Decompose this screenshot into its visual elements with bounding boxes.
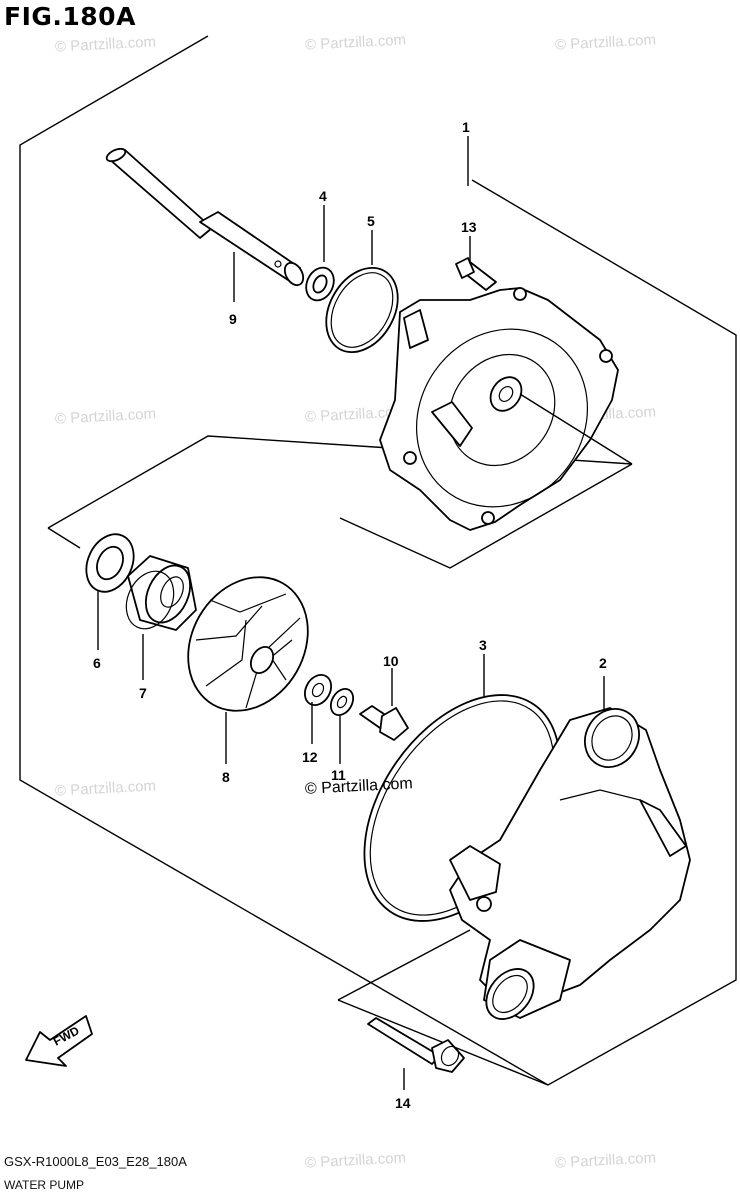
callout-6: 6	[93, 655, 101, 671]
shaft-part	[105, 147, 305, 287]
callout-1: 1	[462, 119, 470, 135]
callout-4: 4	[319, 188, 327, 204]
callout-10: 10	[383, 653, 399, 669]
washer-11-part	[329, 687, 355, 717]
mechanical-seal-part	[125, 555, 197, 631]
impeller-part	[187, 576, 309, 712]
bolt-10-part	[359, 705, 409, 741]
washer-part	[305, 266, 335, 302]
callout-13: 13	[461, 219, 477, 235]
pump-body-part	[449, 707, 691, 1020]
sub-assembly-outline-bottom	[339, 463, 633, 569]
callout-8: 8	[222, 769, 230, 785]
figure-title: FIG.180A	[4, 2, 136, 31]
callout-7: 7	[139, 685, 147, 701]
fwd-arrow-icon: FWD	[25, 1015, 93, 1067]
callout-3: 3	[479, 637, 487, 653]
callout-labels: 1 2 3 4 5 6 7 8 9 10 11 12 13 14	[93, 119, 607, 1111]
callout-2: 2	[599, 655, 607, 671]
long-bolt-part	[367, 1017, 465, 1073]
callout-9: 9	[229, 311, 237, 327]
callout-11: 11	[331, 767, 346, 783]
callout-14: 14	[395, 1095, 411, 1111]
callout-12: 12	[302, 749, 318, 765]
small-bolt-part	[455, 257, 497, 291]
bolt-group-outline-top	[337, 929, 471, 1001]
model-code: GSX-R1000L8_E03_E28_180A	[4, 1154, 187, 1169]
o-ring-part	[325, 266, 399, 354]
washer-12-part	[303, 674, 333, 706]
leader-lines	[97, 136, 633, 1090]
callout-5: 5	[367, 213, 375, 229]
pump-cover-part	[379, 287, 619, 531]
sub-assembly-outline-left	[47, 527, 81, 549]
oil-seal-part	[85, 533, 135, 593]
section-name: WATER PUMP	[4, 1178, 84, 1192]
